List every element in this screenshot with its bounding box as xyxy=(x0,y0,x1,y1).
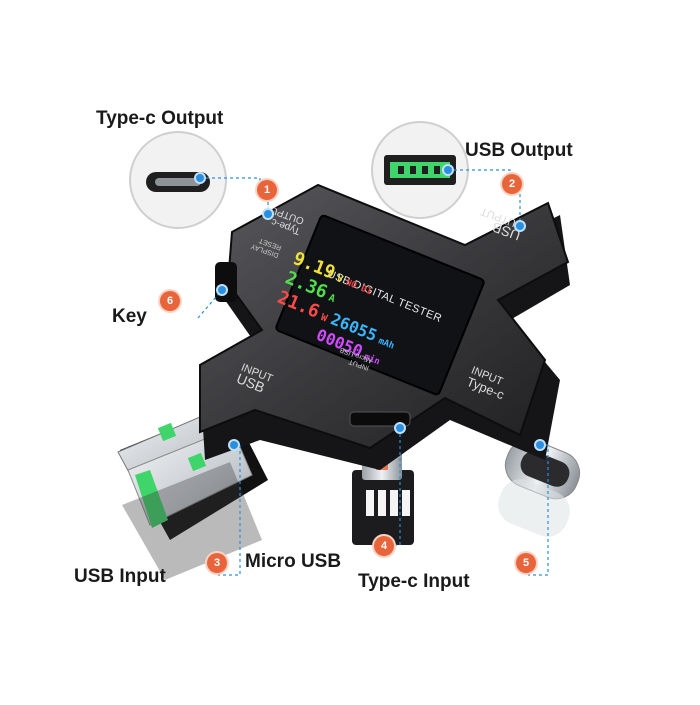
voltage-unit: V xyxy=(334,273,345,286)
callout-badge-5: 5 xyxy=(516,553,536,573)
leader-dot-2 xyxy=(444,166,452,174)
callout-label-typec-input: Type-c Input xyxy=(358,571,470,592)
leader-dot-3 xyxy=(230,441,238,449)
leader-dot-5 xyxy=(536,441,544,449)
callout-badge-6: 6 xyxy=(160,291,180,311)
leader-dot-1 xyxy=(196,174,204,182)
callout-badge-3: 3 xyxy=(207,553,227,573)
callout-label-micro-usb: Micro USB xyxy=(245,551,342,572)
micro-usb-port xyxy=(349,411,411,427)
callout-badge-2: 2 xyxy=(502,174,522,194)
key-button xyxy=(215,262,237,302)
leader-dot-6 xyxy=(218,286,226,294)
callout-label-typec-output: Type-c Output xyxy=(96,108,224,129)
callout-label-key: Key xyxy=(112,306,147,327)
callout-label-usb-output: USB Output xyxy=(465,140,573,161)
typec-input-plug xyxy=(498,439,581,537)
current-unit: A xyxy=(326,292,337,306)
leader-dot-2b xyxy=(516,222,524,230)
callout-badge-4: 4 xyxy=(374,536,394,556)
leader-dot-4 xyxy=(396,424,404,432)
callout-badge-1: 1 xyxy=(257,180,277,200)
usb-output-zoom xyxy=(371,121,469,219)
screen xyxy=(275,214,485,396)
leader-dot-1b xyxy=(264,210,272,218)
typec-output-zoom xyxy=(129,131,227,229)
callout-label-usb-input: USB Input xyxy=(74,566,166,587)
power-unit: W xyxy=(319,312,329,325)
